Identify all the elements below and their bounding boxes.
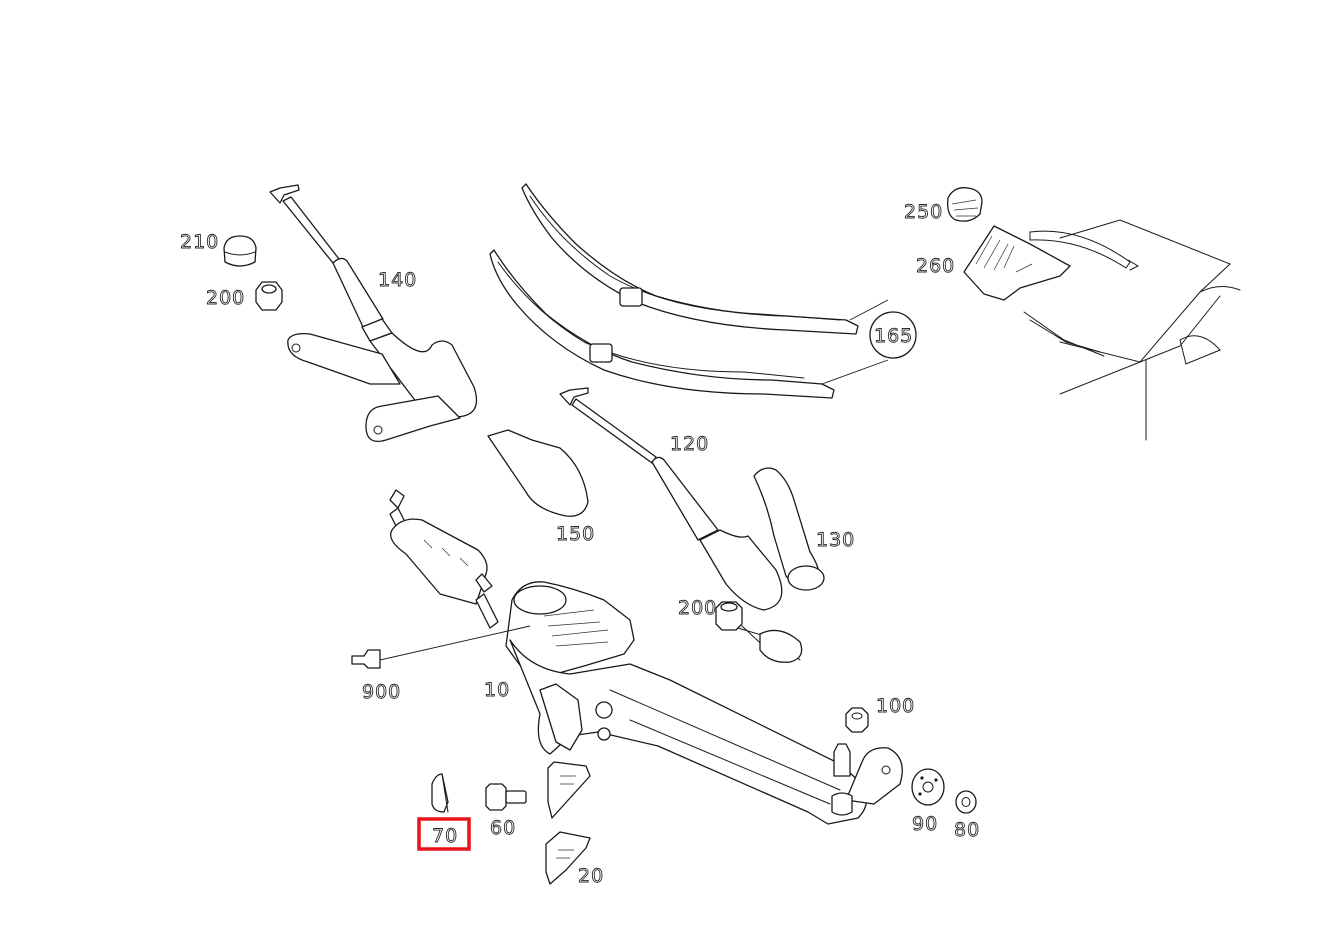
part-90-bushing[interactable] <box>911 768 945 806</box>
callout-250[interactable]: 250 <box>904 201 943 224</box>
callout-150[interactable]: 150 <box>556 523 595 546</box>
callout-90[interactable]: 90 <box>912 813 938 836</box>
part-140-wiper-arm[interactable] <box>269 184 478 443</box>
callout-70[interactable]: 70 <box>432 825 458 848</box>
callout-80[interactable]: 80 <box>954 819 980 842</box>
part-210-cap[interactable] <box>223 235 257 267</box>
part-130-cover[interactable] <box>753 467 825 591</box>
part-200-nut-upper[interactable] <box>255 281 283 311</box>
callout-260[interactable]: 260 <box>916 255 955 278</box>
callout-130[interactable]: 130 <box>816 529 855 552</box>
part-100-nut[interactable] <box>845 707 869 733</box>
highlight-box-part-70 <box>417 817 471 851</box>
part-120-wiper-arm[interactable] <box>559 387 783 611</box>
part-200-nut-lower[interactable] <box>715 601 803 663</box>
callout-200-lower[interactable]: 200 <box>678 597 717 620</box>
part-70-rubber-mount[interactable] <box>431 773 449 813</box>
callout-20[interactable]: 20 <box>578 865 604 888</box>
part-900-connector[interactable] <box>351 625 531 669</box>
part-150-cover[interactable] <box>487 429 589 517</box>
part-80-washer[interactable] <box>955 790 977 814</box>
part-20-bracket[interactable] <box>545 761 591 885</box>
part-10-wiper-linkage-motor[interactable] <box>389 489 903 825</box>
callout-120[interactable]: 120 <box>670 433 709 456</box>
callout-100[interactable]: 100 <box>876 695 915 718</box>
callout-210[interactable]: 210 <box>180 231 219 254</box>
callout-200-upper[interactable]: 200 <box>206 287 245 310</box>
callout-60[interactable]: 60 <box>490 817 516 840</box>
windshield-sketch <box>1023 219 1241 441</box>
part-165-wiper-blades[interactable] <box>489 183 917 399</box>
part-260-cover[interactable] <box>963 225 1071 301</box>
part-250-sensor[interactable] <box>947 187 983 222</box>
callout-10[interactable]: 10 <box>484 679 510 702</box>
callout-140[interactable]: 140 <box>378 269 417 292</box>
callout-165[interactable]: 165 <box>874 325 913 348</box>
part-60-bolt[interactable] <box>485 783 527 811</box>
callout-900[interactable]: 900 <box>362 681 401 704</box>
